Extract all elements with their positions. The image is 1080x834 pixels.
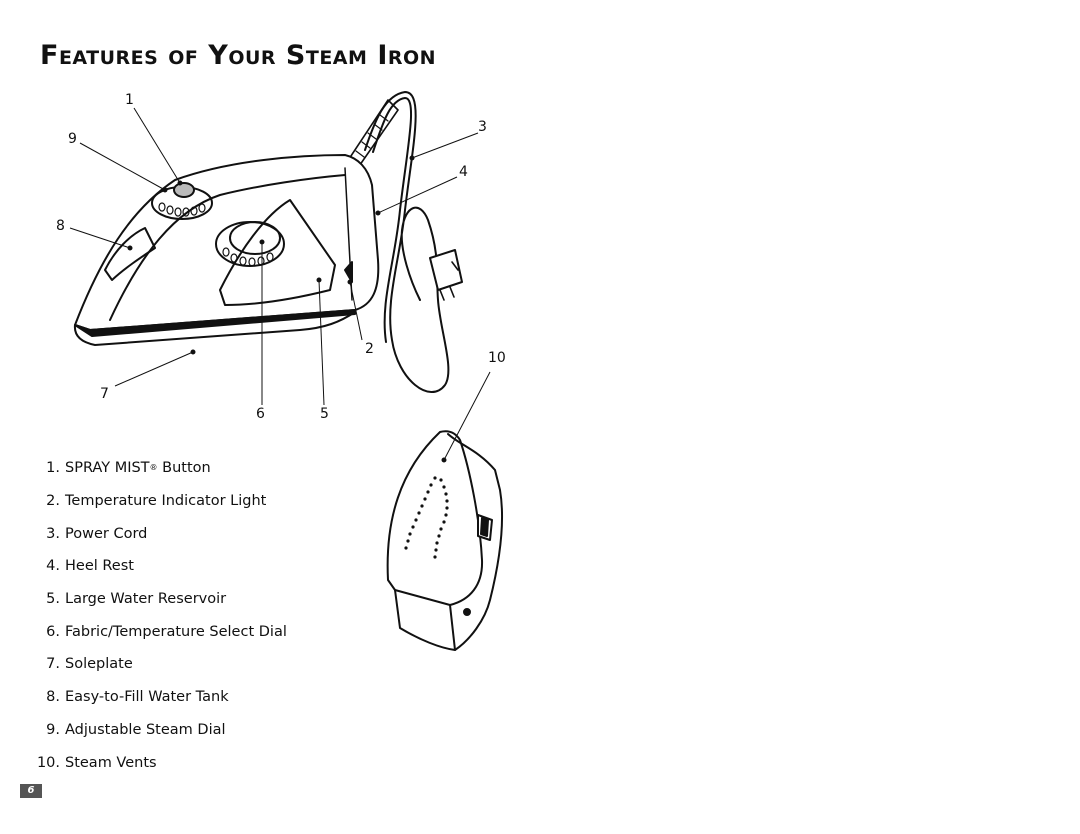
callout-10: 10	[488, 350, 506, 366]
feature-item-heel-rest: 4.Heel Rest	[46, 558, 134, 575]
water-tank-window	[104, 227, 156, 281]
callout-8: 8	[56, 218, 65, 234]
callout-7: 7	[100, 386, 109, 402]
soleplate	[73, 311, 356, 346]
callout-5: 5	[320, 406, 329, 422]
feature-item-power-cord: 3.Power Cord	[46, 525, 148, 542]
callout-4: 4	[459, 164, 468, 180]
callout-9: 9	[68, 131, 77, 147]
feature-item-water-tank: 8.Easy-to-Fill Water Tank	[46, 689, 229, 706]
feature-list: 1.SPRAY MIST® Button 2.Temperature Indic…	[30, 452, 287, 779]
water-reservoir	[219, 199, 336, 306]
feature-item-steam-vents: 10.Steam Vents	[36, 754, 157, 771]
feature-item-steam-dial: 9.Adjustable Steam Dial	[46, 721, 226, 738]
callout-2: 2	[365, 341, 374, 357]
steam-vents	[404, 476, 449, 559]
power-plug	[429, 249, 463, 291]
feature-item-large-water-reservoir: 5.Large Water Reservoir	[46, 591, 227, 608]
callout-6: 6	[256, 406, 265, 422]
iron-body	[74, 154, 380, 331]
iron-upright	[386, 430, 484, 606]
page-number: 6	[20, 784, 42, 798]
feature-item-temperature-select-dial: 6.Fabric/Temperature Select Dial	[46, 623, 287, 640]
feature-item-temperature-indicator-light: 2.Temperature Indicator Light	[46, 493, 267, 510]
feature-item-spray-mist-button: 1.SPRAY MIST® Button	[46, 460, 211, 477]
callout-1: 1	[125, 92, 134, 108]
feature-item-soleplate: 7.Soleplate	[46, 656, 133, 673]
temperature-indicator-light	[344, 261, 353, 283]
power-cord	[364, 91, 450, 393]
page-title: Features of Your Steam Iron	[40, 40, 437, 71]
callout-3: 3	[478, 119, 487, 135]
